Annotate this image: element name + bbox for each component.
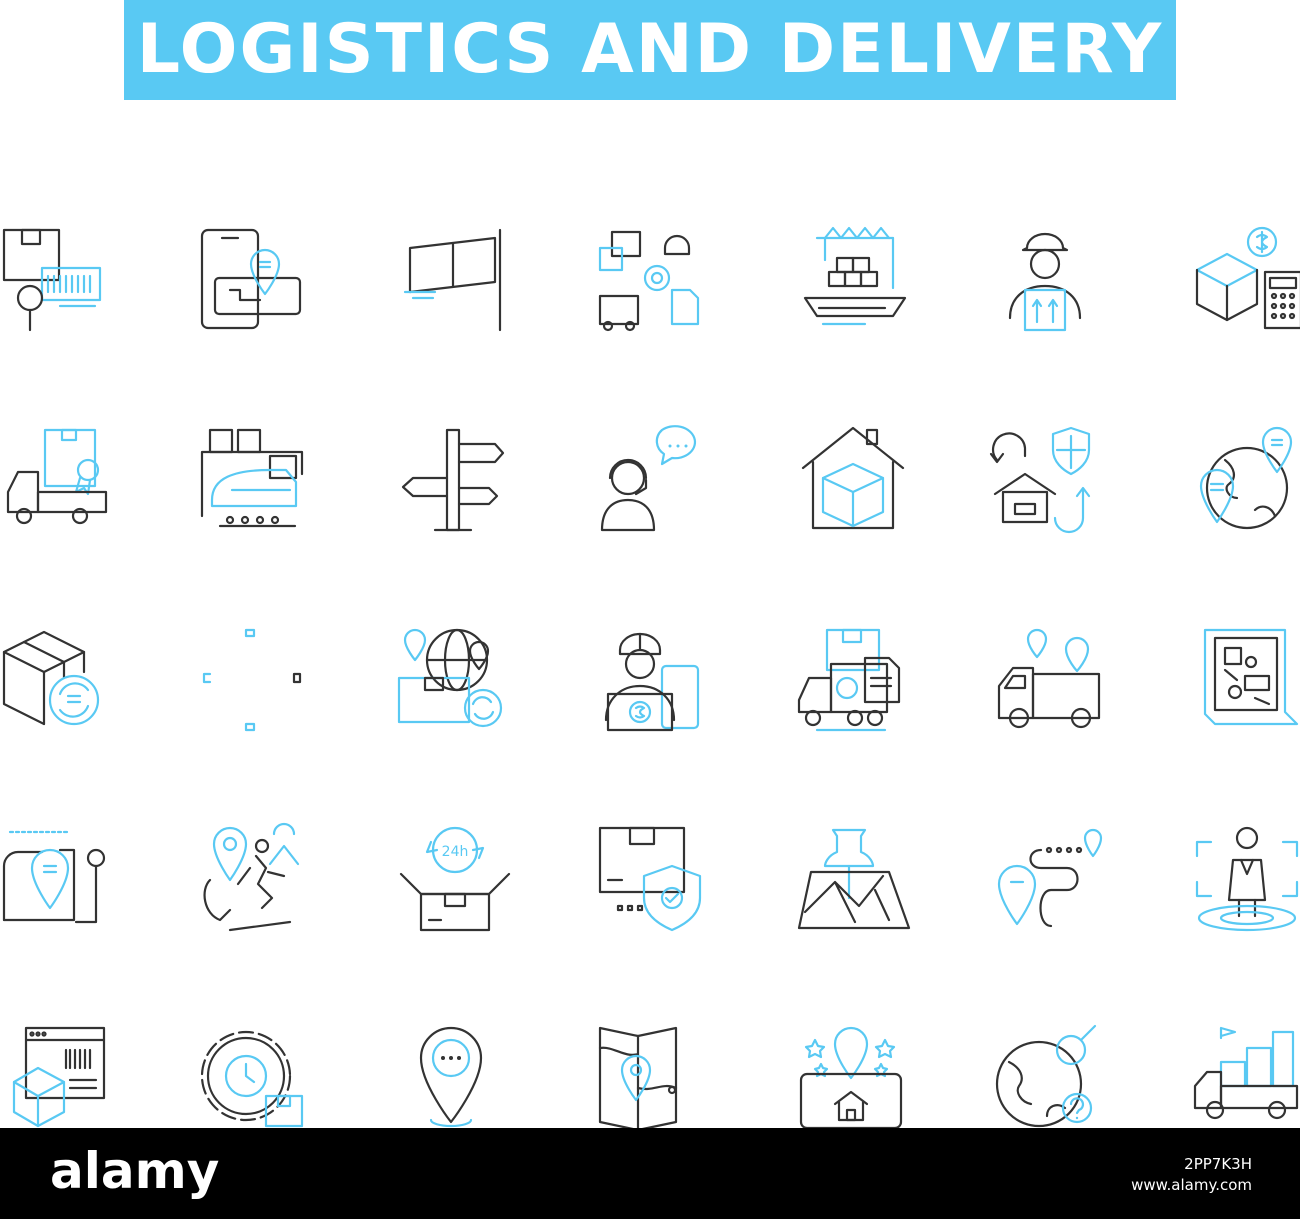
globe-search-question-icon — [985, 1018, 1105, 1138]
mobile-home-rating-icon — [795, 1018, 915, 1138]
package-protection-shield-icon — [590, 820, 710, 940]
logistics-gear-truck-icon — [590, 220, 710, 340]
warehouse-package-icon — [795, 420, 915, 540]
page-title: LOGISTICS AND DELIVERY — [136, 10, 1164, 89]
courier-payment-icon — [590, 620, 710, 740]
corner-brackets-icon — [190, 620, 310, 740]
watermark-footer: alamy 2PP7K3H www.alamy.com — [0, 1128, 1300, 1219]
location-pin-dots-icon — [395, 1018, 515, 1138]
folded-map-pin-icon — [590, 1018, 710, 1138]
gear-clock-package-icon — [190, 1018, 310, 1138]
delivery-man-icon — [985, 220, 1105, 340]
package-refresh-icon — [0, 620, 120, 740]
certified-delivery-truck-icon — [0, 420, 120, 540]
package-payment-calculator-icon — [1185, 220, 1300, 340]
truck-route-pins-icon — [985, 620, 1105, 740]
delivery-van-packages-icon — [1185, 1018, 1300, 1138]
svg-text:24h: 24h — [442, 844, 469, 860]
person-focus-icon — [1185, 820, 1300, 940]
flag-icon — [395, 220, 515, 340]
tablet-map-location-icon — [190, 220, 310, 340]
freight-train-icon — [190, 420, 310, 540]
signpost-icon — [395, 420, 515, 540]
global-shipping-route-icon — [395, 620, 515, 740]
image-id: 2PP7K3H — [1184, 1155, 1252, 1173]
24h-delivery-box-icon: 24h — [395, 820, 515, 940]
location-ski-icon — [190, 820, 310, 940]
map-document-icon — [1185, 620, 1300, 740]
customer-support-agent-icon — [590, 420, 710, 540]
global-location-icon — [1185, 420, 1300, 540]
cargo-ship-crane-icon — [795, 220, 915, 340]
title-banner: LOGISTICS AND DELIVERY — [124, 0, 1176, 100]
barcode-package-window-icon — [10, 1018, 130, 1138]
alamy-logo: alamy — [50, 1142, 220, 1200]
site-url: www.alamy.com — [1131, 1176, 1252, 1194]
package-barcode-search-icon — [0, 220, 120, 340]
map-pushpin-icon — [795, 820, 915, 940]
footer-meta: 2PP7K3H www.alamy.com — [1131, 1154, 1252, 1196]
route-trail-icon — [985, 820, 1105, 940]
return-insurance-home-icon — [985, 420, 1105, 540]
route-pin-path-icon — [0, 820, 120, 940]
delivery-truck-invoice-icon — [795, 620, 915, 740]
icon-grid: 24h — [0, 220, 1300, 1132]
